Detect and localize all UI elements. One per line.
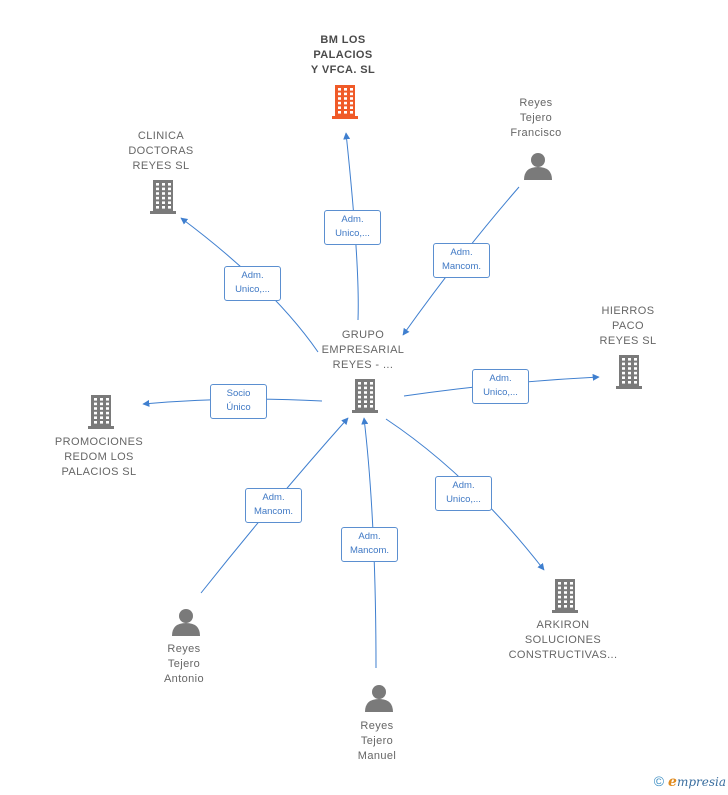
node-label-promociones[interactable]: PROMOCIONES REDOM LOS PALACIOS SL bbox=[54, 436, 144, 478]
building-icon-arkiron[interactable] bbox=[552, 579, 578, 613]
node-label-arkiron[interactable]: ARKIRON SOLUCIONES CONSTRUCTIVAS... bbox=[508, 619, 618, 661]
node-label-hierros[interactable]: HIERROS PACO REYES SL bbox=[599, 305, 657, 347]
building-icon-clinica[interactable] bbox=[150, 180, 176, 214]
edge-label-center-hierros[interactable]: Adm. Unico,... bbox=[472, 369, 529, 404]
edge-label-francisco-center[interactable]: Adm. Mancom. bbox=[433, 243, 490, 278]
person-icon-antonio[interactable] bbox=[172, 609, 200, 636]
node-label-bm[interactable]: BM LOS PALACIOS Y VFCA. SL bbox=[310, 34, 376, 76]
edge-label-antonio-center[interactable]: Adm. Mancom. bbox=[245, 488, 302, 523]
node-label-clinica[interactable]: CLINICA DOCTORAS REYES SL bbox=[128, 130, 194, 172]
footer: ©empresia bbox=[654, 773, 726, 790]
building-icon-bm[interactable] bbox=[332, 85, 358, 119]
edge-label-manuel-center[interactable]: Adm. Mancom. bbox=[341, 527, 398, 562]
edge-label-center-bm[interactable]: Adm. Unico,... bbox=[324, 210, 381, 245]
building-icon-hierros[interactable] bbox=[616, 355, 642, 389]
node-label-francisco[interactable]: Reyes Tejero Francisco bbox=[510, 97, 562, 139]
node-label-manuel[interactable]: Reyes Tejero Manuel bbox=[357, 720, 397, 762]
edge-center-to-bm bbox=[343, 132, 359, 321]
edge-label-center-arkiron[interactable]: Adm. Unico,... bbox=[435, 476, 492, 511]
person-icon-manuel[interactable] bbox=[365, 685, 393, 712]
brand-logo[interactable]: empresia bbox=[668, 774, 726, 790]
node-label-antonio[interactable]: Reyes Tejero Antonio bbox=[163, 643, 205, 685]
building-icon-center[interactable] bbox=[352, 379, 378, 413]
edge-label-center-promociones[interactable]: Socio Único bbox=[210, 384, 267, 419]
building-icon-promociones[interactable] bbox=[88, 395, 114, 429]
copyright-icon: © bbox=[653, 773, 665, 789]
edge-label-center-clinica[interactable]: Adm. Unico,... bbox=[224, 266, 281, 301]
person-icon-francisco[interactable] bbox=[524, 153, 552, 180]
node-label-center[interactable]: GRUPO EMPRESARIAL REYES - ... bbox=[321, 329, 405, 371]
